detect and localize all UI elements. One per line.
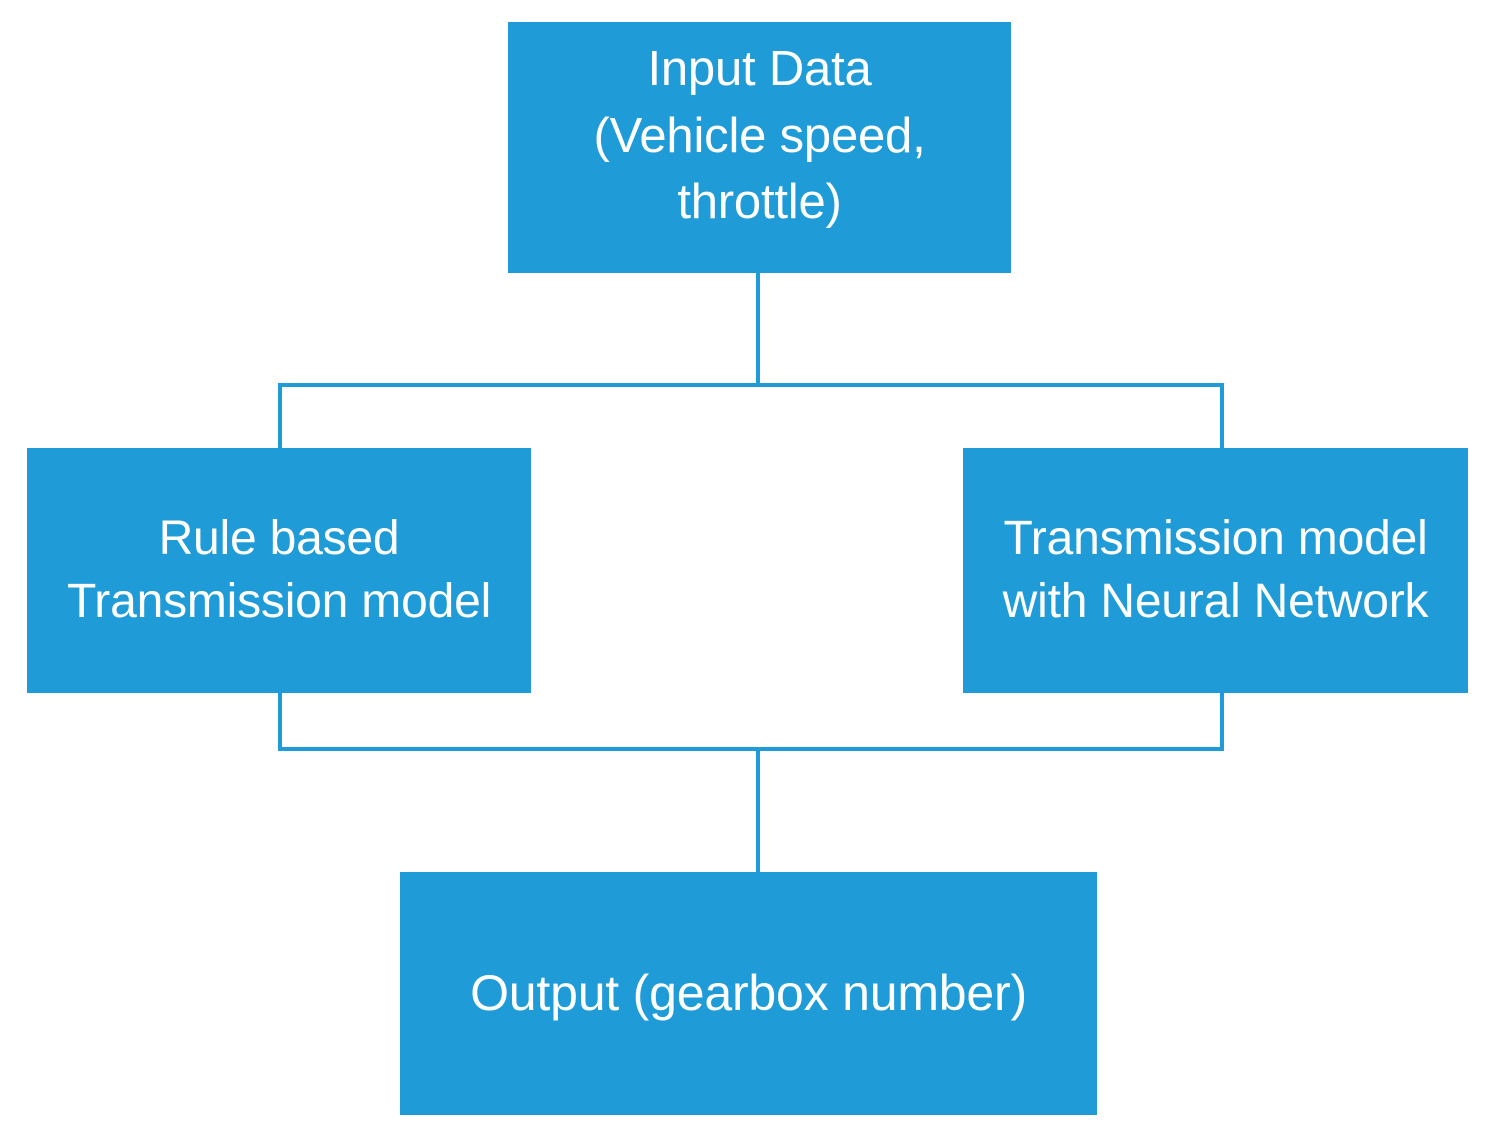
connector-neural-network-to-merge — [1220, 693, 1224, 751]
connector-split-to-rule-based — [278, 383, 282, 450]
node-input-data-label: Input Data (Vehicle speed, throttle) — [593, 42, 926, 230]
node-output-gearbox-number-label: Output (gearbox number) — [470, 965, 1027, 1021]
node-rule-based-transmission-model[interactable]: Rule based Transmission model — [27, 448, 531, 693]
node-transmission-model-with-neural-network[interactable]: Transmission model with Neural Network — [963, 448, 1468, 693]
connector-split-to-neural-network — [1220, 383, 1224, 450]
connector-split-horizontal-bar — [278, 383, 1224, 387]
connector-input-stem — [756, 273, 760, 387]
node-input-data[interactable]: Input Data (Vehicle speed, throttle) — [508, 22, 1011, 273]
node-rule-based-transmission-model-label: Rule based Transmission model — [66, 512, 492, 628]
connector-rule-based-to-merge — [278, 693, 282, 751]
node-output-gearbox-number[interactable]: Output (gearbox number) — [400, 872, 1097, 1115]
connector-output-stem — [756, 747, 760, 874]
node-transmission-model-with-neural-network-label: Transmission model with Neural Network — [1002, 512, 1429, 628]
connector-merge-horizontal-bar — [278, 747, 1224, 751]
